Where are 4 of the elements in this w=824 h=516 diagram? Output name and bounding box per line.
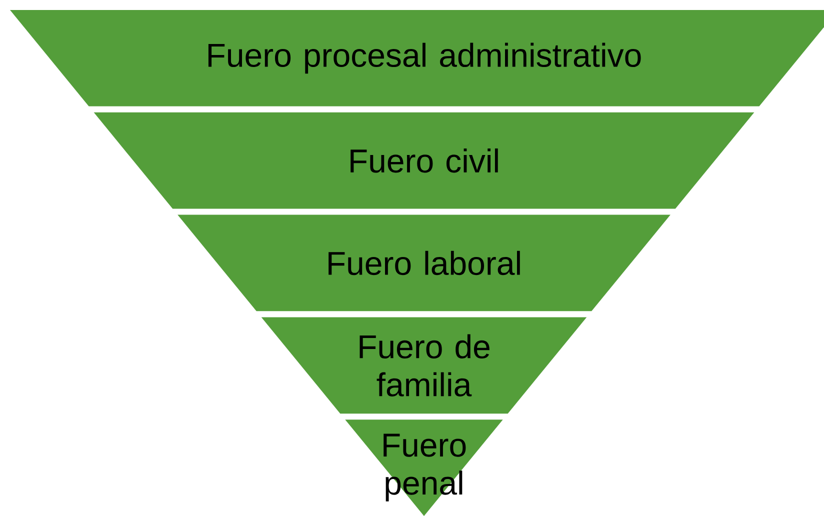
funnel-band: Fuero civil bbox=[94, 112, 754, 209]
funnel-band: Fuero de familia bbox=[261, 317, 587, 414]
funnel-band: Fuero procesal administrativo bbox=[10, 10, 824, 106]
funnel-band: Fuero laboral bbox=[178, 214, 670, 312]
